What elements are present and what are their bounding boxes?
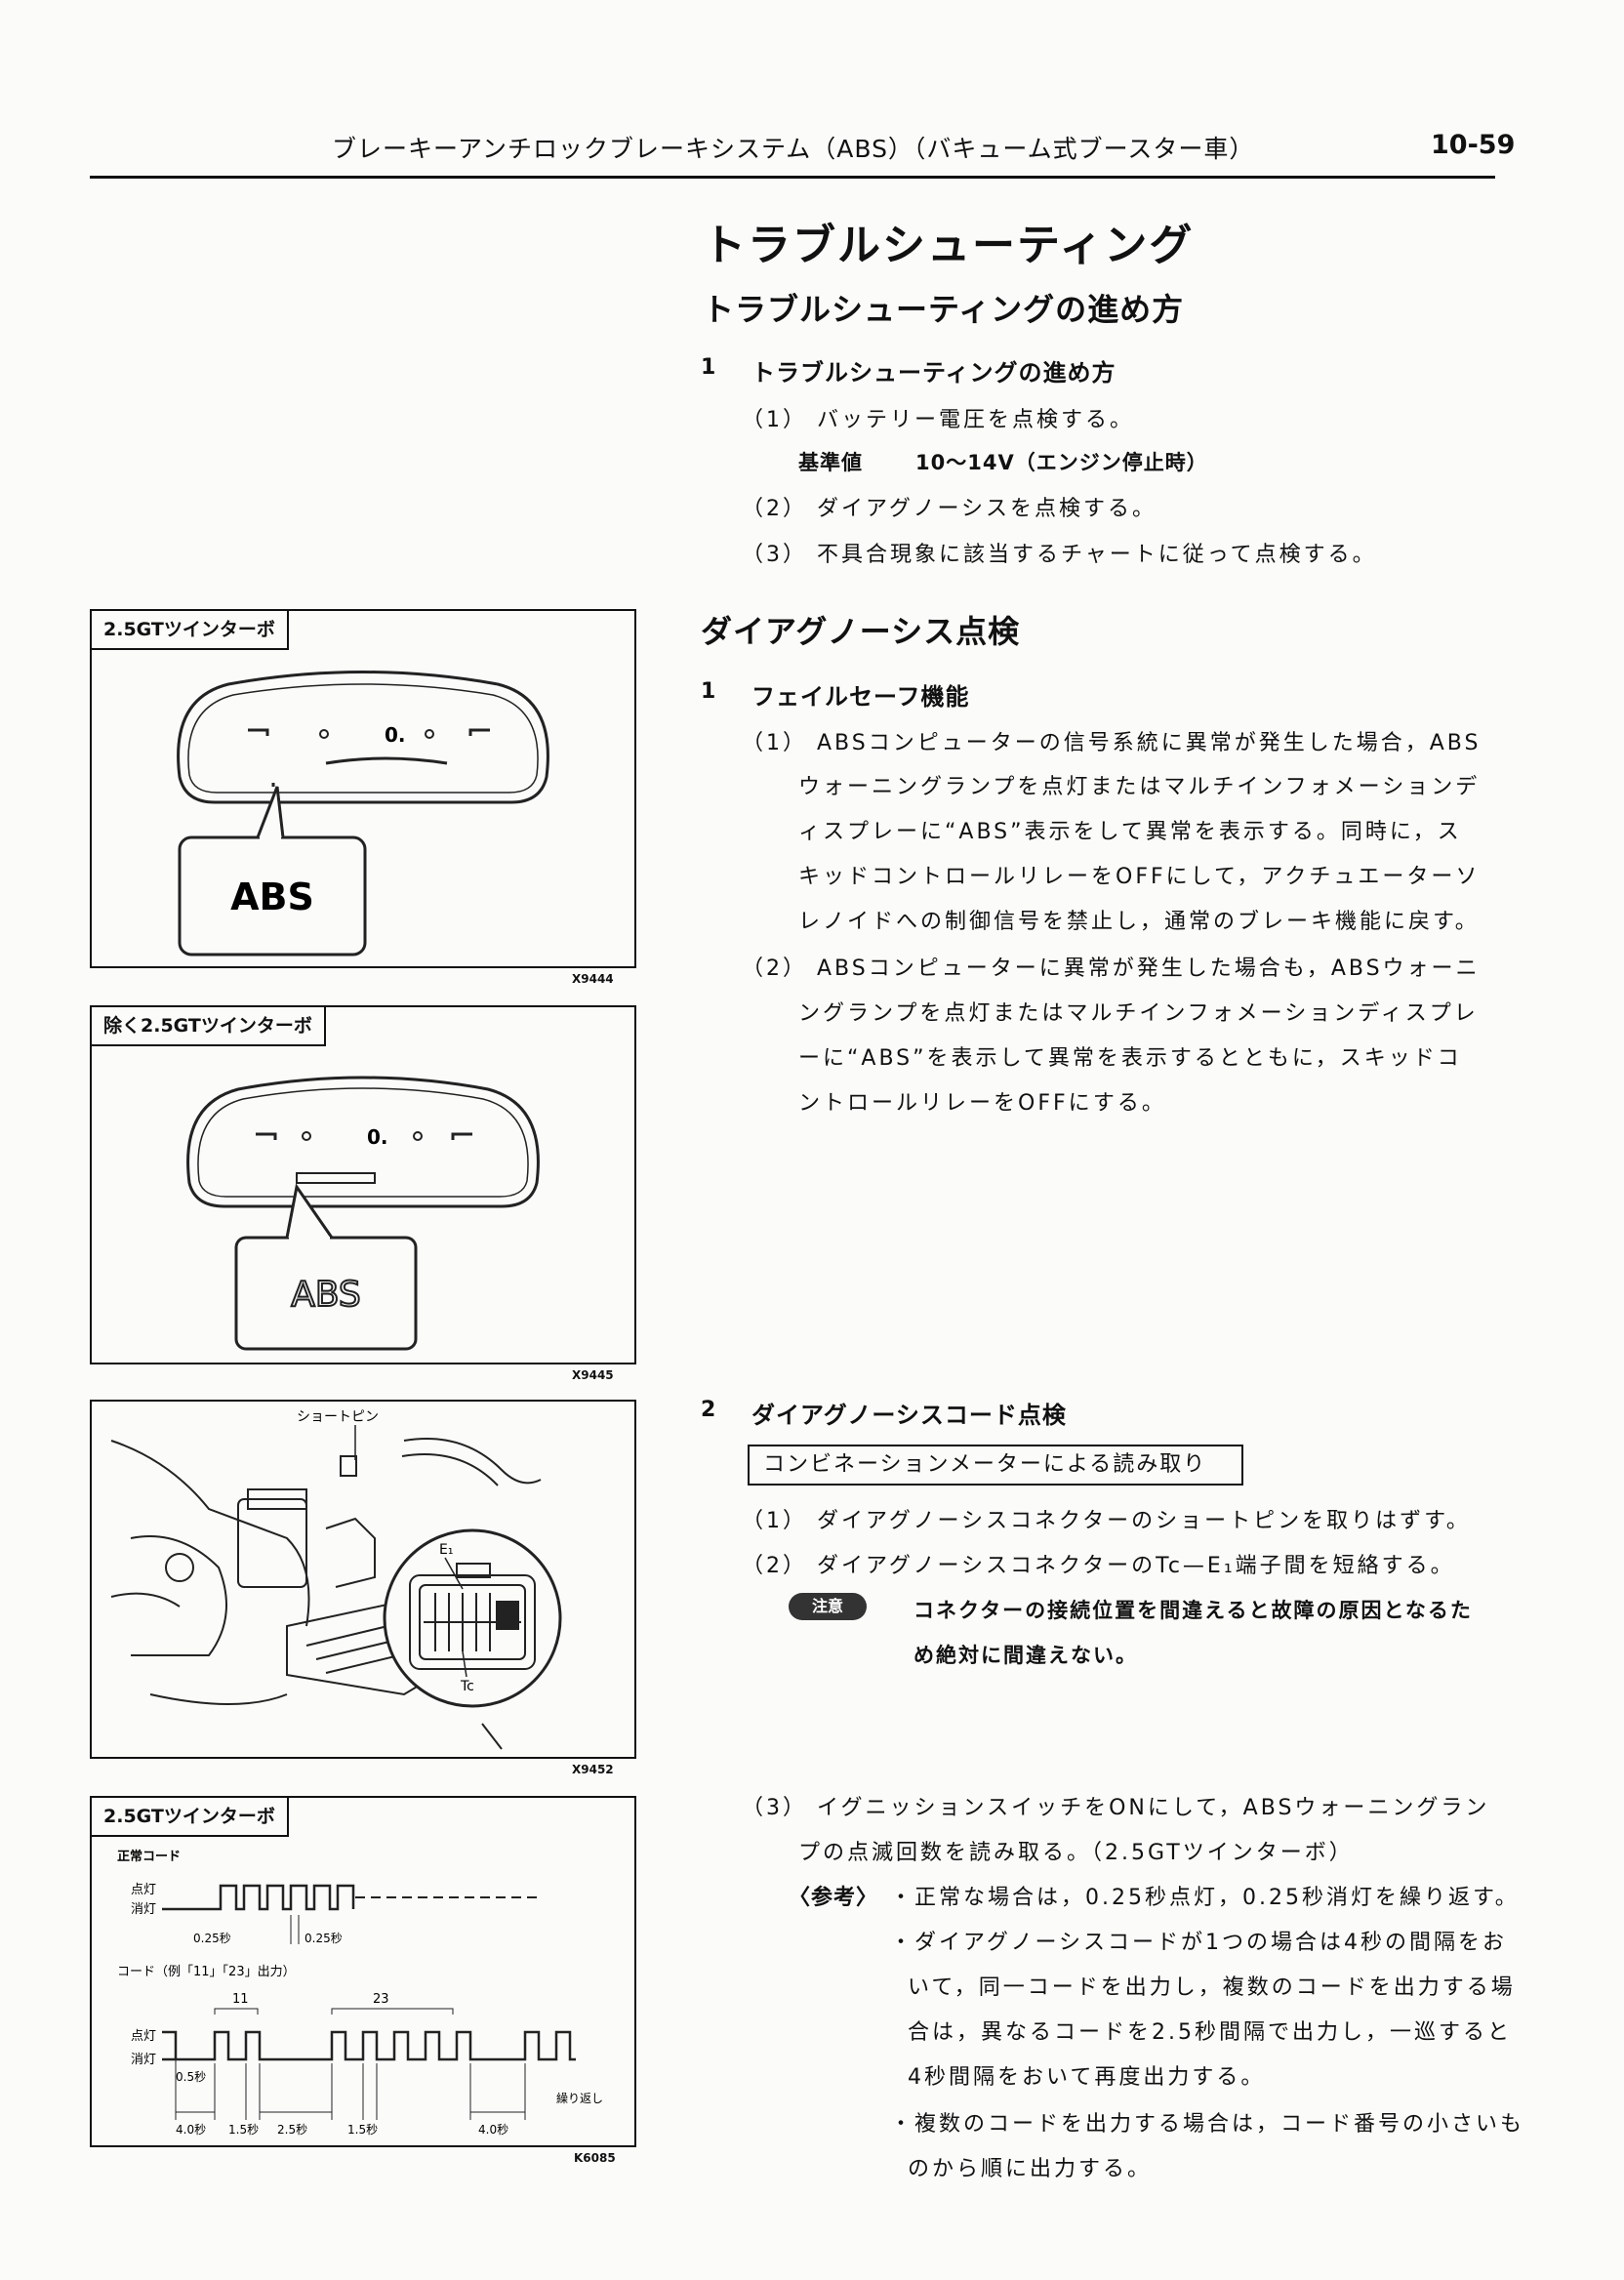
paragraph-line: レノイドへの制御信号を禁止し，通常のブレーキ機能に戻す。 bbox=[798, 910, 1480, 934]
time-label: 1.5秒 bbox=[228, 2123, 259, 2137]
list-item: （3） 不具合現象に該当するチャートに従って点検する。 bbox=[742, 543, 1377, 567]
step-title: フェイルセーフ機能 bbox=[751, 683, 970, 711]
step-title: ダイアグノーシスコード点検 bbox=[751, 1402, 1067, 1429]
code-11-label: 11 bbox=[232, 1992, 249, 2007]
step-number: 1 bbox=[701, 355, 716, 380]
header-rule bbox=[90, 176, 1495, 179]
figure-blink-pattern: 正常コード 点灯 消灯 0.25秒 0.25秒 コード（例「11」「23」出力）… bbox=[90, 1796, 636, 2147]
list-item: （1） ダイアグノーシスコネクターのショートピンを取りはずす。 bbox=[742, 1509, 1471, 1533]
timing-chart: 正常コード 点灯 消灯 0.25秒 0.25秒 コード（例「11」「23」出力）… bbox=[117, 1849, 603, 2137]
reference-line: ・正常な場合は，0.25秒点灯，0.25秒消灯を繰り返す。 bbox=[890, 1886, 1520, 1910]
on-label: 点灯 bbox=[131, 1883, 156, 1897]
caution-line: コネクターの接続位置を間違えると故障の原因となるた bbox=[914, 1599, 1473, 1622]
header-title: ブレーキーアンチロックブレーキシステム（ABS）（バキューム式ブースター車） bbox=[332, 135, 1255, 163]
short-pin-label: ショートピン bbox=[297, 1409, 379, 1425]
time-label: 2.5秒 bbox=[277, 2123, 307, 2137]
paragraph-line: ントロールリレーをOFFにする。 bbox=[798, 1091, 1166, 1116]
caution-badge: 注意 bbox=[789, 1593, 867, 1620]
spec-value: 10〜14V（エンジン停止時） bbox=[915, 451, 1208, 474]
e1-label: E₁ bbox=[439, 1542, 453, 1558]
figure-code: X9444 bbox=[572, 972, 614, 986]
figure-code: X9445 bbox=[572, 1368, 614, 1382]
page-number: 10-59 bbox=[1431, 130, 1516, 160]
list-item: （3） イグニッションスイッチをONにして，ABSウォーニングラン bbox=[742, 1796, 1490, 1820]
figure-code: X9452 bbox=[572, 1763, 614, 1776]
callout-abs-text: ABS bbox=[291, 1275, 361, 1315]
list-item: プの点滅回数を読み取る。（2.5GTツインターボ） bbox=[798, 1841, 1354, 1865]
section-heading-troubleshooting-procedure: トラブルシューティングの進め方 bbox=[703, 291, 1185, 328]
time-label: 4.0秒 bbox=[478, 2123, 508, 2137]
svg-text:0.: 0. bbox=[367, 1125, 388, 1149]
paragraph-line: （2） ABSコンピューターに異常が発生した場合も，ABSウォーニ bbox=[742, 957, 1481, 981]
page-title: トラブルシューティング bbox=[703, 221, 1195, 270]
figure-label: 除く2.5GTツインターボ bbox=[92, 1007, 326, 1046]
reference-line: ・複数のコードを出力する場合は，コード番号の小さいも bbox=[890, 2112, 1525, 2137]
section-heading-diagnosis-check: ダイアグノーシス点検 bbox=[701, 613, 1021, 650]
tc-label: Tc bbox=[460, 1679, 474, 1694]
reference-line: ・ダイアグノーシスコードが1つの場合は4秒の間隔をお bbox=[890, 1931, 1508, 1955]
figure-meter-abs-display: 0. ABS 除く2.5GTツインターボ bbox=[90, 1005, 636, 1364]
figure-meter-abs-lamp: 0. ABS 2.5GTツインターボ bbox=[90, 609, 636, 968]
list-item: （2） ダイアグノーシスコネクターのTc—E₁端子間を短絡する。 bbox=[742, 1554, 1455, 1578]
callout-abs-text: ABS bbox=[230, 875, 314, 918]
time-label: 0.5秒 bbox=[176, 2070, 206, 2084]
figure-label: 2.5GTツインターボ bbox=[92, 1798, 289, 1837]
caution-line: め絶対に間違えない。 bbox=[914, 1644, 1138, 1667]
time-label: 0.25秒 bbox=[304, 1932, 343, 1945]
engine-bay-illustration: ショートピン bbox=[110, 1409, 562, 1750]
step-number: 2 bbox=[701, 1398, 716, 1422]
figure-code: K6085 bbox=[574, 2151, 616, 2165]
figure-diagnosis-connector: ショートピン bbox=[90, 1400, 636, 1759]
on-label: 点灯 bbox=[131, 2029, 156, 2044]
reference-label: 〈参考〉 bbox=[789, 1886, 879, 1910]
repeat-label: 繰り返し bbox=[556, 2092, 603, 2105]
list-item: （2） ダイアグノーシスを点検する。 bbox=[742, 497, 1157, 521]
reference-line: 4秒間隔をおいて再度出力する。 bbox=[908, 2065, 1266, 2090]
spec-label: 基準値 bbox=[798, 451, 863, 474]
off-label: 消灯 bbox=[131, 2053, 156, 2067]
figure-label: 2.5GTツインターボ bbox=[92, 611, 289, 650]
boxed-subheading: コンビネーションメーターによる読み取り bbox=[748, 1445, 1243, 1486]
reference-line: いて，同一コードを出力し，複数のコードを出力する場 bbox=[908, 1975, 1516, 2000]
paragraph-line: ウォーニングランプを点灯またはマルチインフォメーションデ bbox=[798, 775, 1481, 799]
reference-line: のから順に出力する。 bbox=[908, 2157, 1153, 2181]
paragraph-line: ングランプを点灯またはマルチインフォメーションディスプレ bbox=[798, 1001, 1479, 1026]
time-label: 4.0秒 bbox=[176, 2123, 206, 2137]
code-23-label: 23 bbox=[373, 1992, 389, 2007]
code-example-label: コード（例「11」「23」出力） bbox=[117, 1965, 296, 1979]
time-label: 0.25秒 bbox=[193, 1932, 231, 1945]
meter-illustration: 0. ABS bbox=[186, 1076, 540, 1351]
svg-text:0.: 0. bbox=[385, 723, 406, 747]
meter-illustration: 0. ABS bbox=[177, 671, 549, 957]
paragraph-line: キッドコントロールリレーをOFFにして，アクチュエーターソ bbox=[798, 865, 1481, 889]
step-title: トラブルシューティングの進め方 bbox=[751, 359, 1116, 387]
step-number: 1 bbox=[701, 679, 716, 704]
time-label: 1.5秒 bbox=[347, 2123, 378, 2137]
list-item: （1） バッテリー電圧を点検する。 bbox=[742, 408, 1134, 432]
paragraph-line: ーに“ABS”を表示して異常を表示するとともに，スキッドコ bbox=[798, 1046, 1462, 1071]
off-label: 消灯 bbox=[131, 1902, 156, 1917]
normal-code-label: 正常コード bbox=[117, 1849, 181, 1864]
reference-line: 合は，異なるコードを2.5秒間隔で出力し，一巡すると bbox=[908, 2020, 1512, 2045]
paragraph-line: ィスプレーに“ABS”表示をして異常を表示する。同時に，ス bbox=[798, 820, 1462, 844]
paragraph-line: （1） ABSコンピューターの信号系統に異常が発生した場合，ABS bbox=[742, 731, 1482, 755]
